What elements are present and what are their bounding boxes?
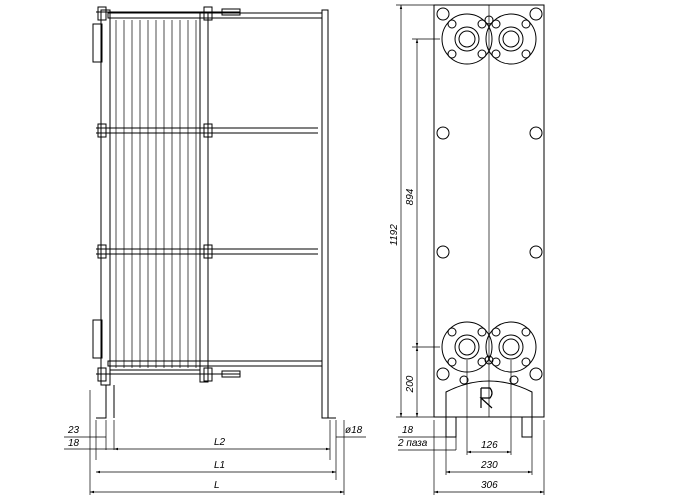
top-bolt (96, 6, 241, 21)
bolt-hole-mr1 (529, 126, 543, 140)
dim-200: 200 (405, 375, 416, 393)
lower-left-port (441, 321, 493, 373)
dim-23: 23 (67, 425, 80, 436)
upper-port-flange (92, 23, 103, 63)
pressure-plate (199, 11, 209, 383)
bolt-hole-bl (436, 367, 450, 381)
bottom-center-bolt-hole (484, 355, 494, 365)
logo-mark (479, 387, 493, 409)
dim-L2: L2 (214, 437, 226, 448)
upper-right-port (485, 13, 537, 65)
bolt-hole-ml2 (436, 245, 450, 259)
bottom-bolt (96, 367, 241, 382)
dim-230: 230 (480, 460, 498, 471)
front-foot-left (445, 416, 457, 438)
bottom-bolt-hole-right (509, 375, 519, 385)
bottom-bolt-hole-left (459, 375, 469, 385)
dim-1192: 1192 (389, 224, 400, 246)
dim-L1: L1 (214, 460, 225, 471)
lower-guide-bar (107, 360, 323, 367)
bolt-hole-mr2 (529, 245, 543, 259)
front-view-dimensions (396, 4, 545, 495)
front-foot-right (521, 416, 533, 438)
top-center-bolt-hole (484, 15, 494, 25)
bolt-hole-tl (436, 7, 450, 21)
dim-L: L (214, 480, 220, 491)
dim-diameter-18: ø18 (345, 425, 363, 436)
note-2-slots: 2 паза (397, 438, 428, 449)
side-view (92, 6, 336, 419)
plate-pack (109, 17, 201, 371)
upper-guide-bar (107, 12, 323, 19)
dim-894: 894 (405, 188, 416, 205)
front-view (433, 4, 545, 438)
plate-lines (115, 20, 197, 368)
left-foot (96, 385, 107, 419)
tightening-bolt-1 (96, 123, 318, 138)
dim-306: 306 (481, 480, 498, 491)
support-column (321, 9, 329, 419)
dim-18-front: 18 (402, 425, 414, 436)
upper-left-port (441, 13, 493, 65)
bolt-hole-tr (529, 7, 543, 21)
bottom-plate-contour (445, 380, 533, 417)
side-view-dimensions (64, 390, 366, 495)
dim-18-side: 18 (68, 438, 80, 449)
bolt-hole-br (529, 367, 543, 381)
tightening-bolt-2 (96, 244, 318, 259)
bolt-hole-ml1 (436, 126, 450, 140)
lower-port-flange (92, 319, 103, 359)
dim-126: 126 (481, 440, 498, 451)
